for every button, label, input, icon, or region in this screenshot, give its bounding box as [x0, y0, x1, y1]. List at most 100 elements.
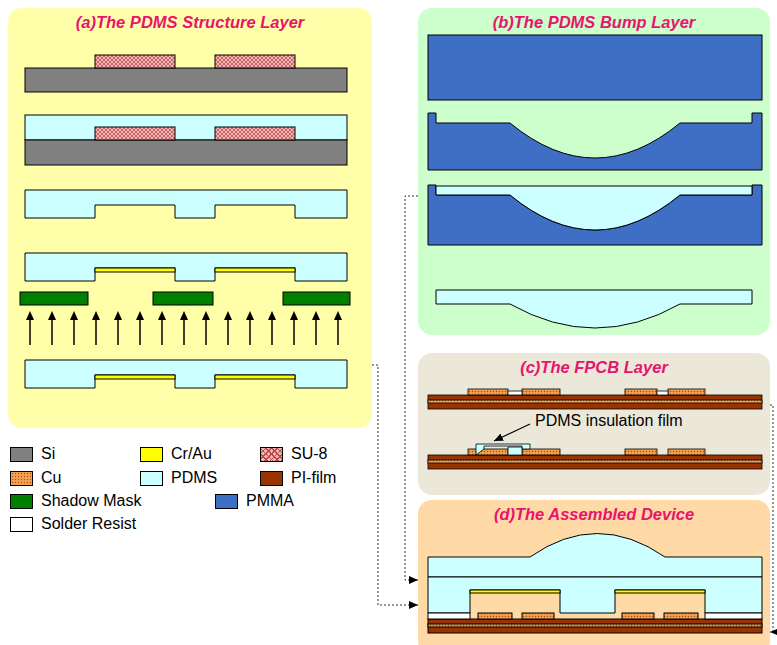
- path-shape: [268, 311, 276, 320]
- path-shape: [428, 577, 762, 613]
- path-shape: [180, 311, 188, 320]
- legend-item: Solder Resist: [10, 515, 136, 533]
- legend-text: PMMA: [246, 492, 294, 510]
- path-shape: [92, 311, 100, 320]
- legend-swatch: [10, 471, 33, 486]
- legend-text: PI-film: [291, 469, 336, 487]
- rect-shape: [428, 613, 470, 619]
- rect-shape: [668, 449, 705, 455]
- rect-shape: [468, 449, 508, 455]
- process-panel: (b)The PDMS Bump Layer: [418, 8, 770, 335]
- legend-item: Cr/Au: [140, 445, 212, 463]
- path-shape: [508, 447, 522, 455]
- legend-item: Si: [10, 445, 55, 463]
- path-shape: [70, 311, 78, 320]
- panel-title: (c)The FPCB Layer: [418, 353, 770, 377]
- flow-connector: [372, 365, 418, 605]
- line-shape: [95, 318, 97, 345]
- legend-swatch: [10, 447, 33, 462]
- flow-connector: [405, 196, 418, 580]
- legend-swatch: [215, 494, 238, 509]
- path-shape: [25, 253, 347, 281]
- line-shape: [271, 318, 273, 345]
- path-shape: [25, 190, 347, 218]
- legend-item: PI-film: [260, 469, 336, 487]
- path-shape: [290, 311, 298, 320]
- legend-swatch: [10, 517, 33, 532]
- rect-shape: [95, 127, 175, 140]
- rect-shape: [215, 127, 295, 140]
- path-shape: [136, 311, 144, 320]
- process-panel: (d)The Assembled Device: [418, 500, 770, 645]
- path-shape: [428, 113, 762, 170]
- line-shape: [249, 318, 251, 345]
- rect-shape: [522, 613, 554, 619]
- line-shape: [315, 318, 317, 345]
- legend-text: Cu: [41, 469, 61, 487]
- line-shape: [51, 318, 53, 345]
- legend-swatch: [140, 471, 163, 486]
- rect-shape: [428, 619, 762, 633]
- path-shape: [476, 444, 530, 455]
- rect-shape: [625, 389, 657, 395]
- line-shape: [183, 318, 185, 345]
- rect-shape: [668, 389, 705, 395]
- legend-item: Cu: [10, 469, 61, 487]
- rect-shape: [428, 395, 762, 409]
- line-shape: [29, 318, 31, 345]
- uv-arrows: [26, 311, 342, 345]
- path-shape: [202, 311, 210, 320]
- callout-label: PDMS insulation film: [535, 412, 683, 430]
- rect-shape: [20, 292, 88, 305]
- legend-text: SU-8: [291, 445, 327, 463]
- path-shape: [436, 290, 752, 328]
- rect-shape: [508, 391, 522, 395]
- rect-shape: [25, 115, 347, 140]
- panel-title: (a)The PDMS Structure Layer: [8, 8, 372, 33]
- rect-shape: [522, 449, 560, 455]
- rect-shape: [468, 389, 508, 395]
- rect-shape: [95, 55, 175, 68]
- line-shape: [73, 318, 75, 345]
- leader-arrow: [494, 424, 530, 441]
- line-shape: [227, 318, 229, 345]
- rect-shape: [25, 140, 347, 165]
- legend-text: PDMS: [171, 469, 217, 487]
- line-shape: [139, 318, 141, 345]
- rect-shape: [470, 590, 560, 593]
- path-shape: [26, 311, 34, 320]
- g-shape: [428, 389, 762, 469]
- path-shape: [48, 311, 56, 320]
- legend-item: Shadow Mask: [10, 492, 142, 510]
- rect-shape: [622, 613, 654, 619]
- line-shape: [205, 318, 207, 345]
- path-shape: [114, 311, 122, 320]
- rect-shape: [428, 400, 762, 403]
- path-shape: [312, 311, 320, 320]
- path-shape: [25, 360, 347, 388]
- legend-item: PMMA: [215, 492, 294, 510]
- g-shape: [428, 534, 762, 634]
- path-shape: [224, 311, 232, 320]
- panel-title: (b)The PDMS Bump Layer: [418, 8, 770, 32]
- path-shape: [246, 311, 254, 320]
- rect-shape: [95, 375, 175, 379]
- rect-shape: [95, 268, 175, 272]
- legend-swatch: [10, 494, 33, 509]
- g-shape: [20, 55, 350, 388]
- legend-text: Shadow Mask: [41, 492, 142, 510]
- rect-shape: [25, 68, 347, 92]
- panel-title: (d)The Assembled Device: [418, 500, 770, 524]
- path-shape: [334, 311, 342, 320]
- legend-item: PDMS: [140, 469, 217, 487]
- flow-connector: [770, 405, 773, 632]
- line-shape: [161, 318, 163, 345]
- path-shape: [428, 534, 762, 578]
- rect-shape: [615, 590, 705, 593]
- rect-shape: [657, 391, 668, 395]
- legend-swatch: [260, 447, 283, 462]
- rect-shape: [215, 55, 295, 68]
- path-shape: [158, 311, 166, 320]
